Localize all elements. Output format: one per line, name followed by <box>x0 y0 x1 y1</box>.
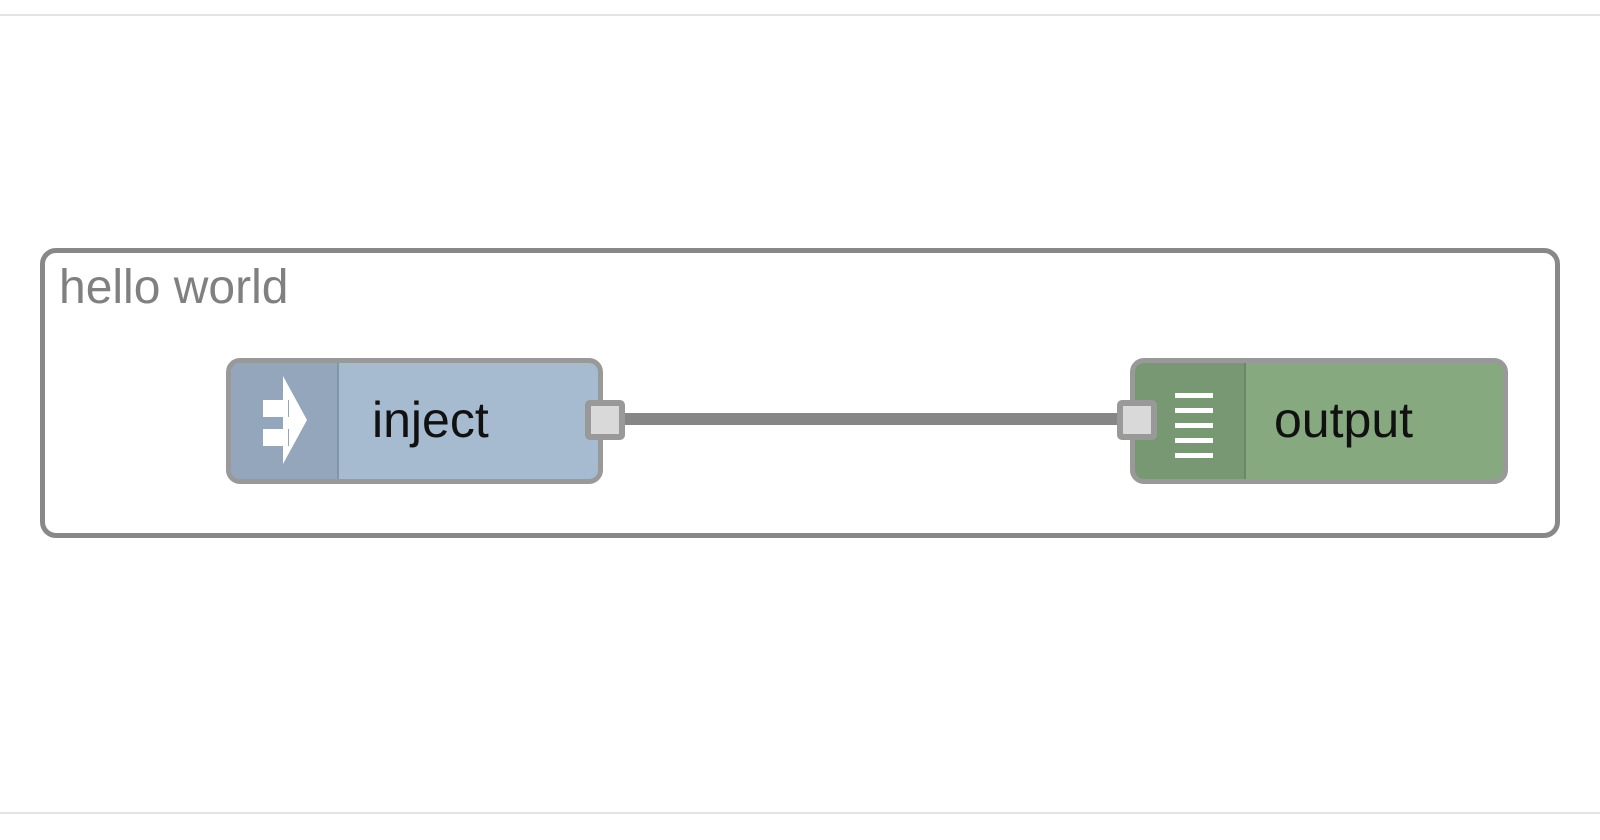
flow-group[interactable] <box>40 248 1560 538</box>
canvas-top-divider <box>0 14 1600 16</box>
inject-node-label: inject <box>372 392 489 448</box>
group-label: hello world <box>59 261 289 314</box>
output-input-port[interactable] <box>1117 400 1157 440</box>
connection-wire[interactable] <box>618 413 1126 425</box>
output-node-label: output <box>1274 392 1414 448</box>
output-node[interactable]: output <box>1130 358 1508 484</box>
canvas-bottom-divider <box>0 812 1600 814</box>
debug-list-icon <box>1175 393 1213 458</box>
inject-output-port[interactable] <box>585 400 625 440</box>
inject-node-icon-area <box>231 363 339 479</box>
inject-node[interactable]: inject <box>226 358 603 484</box>
inject-arrow-icon <box>263 376 307 464</box>
